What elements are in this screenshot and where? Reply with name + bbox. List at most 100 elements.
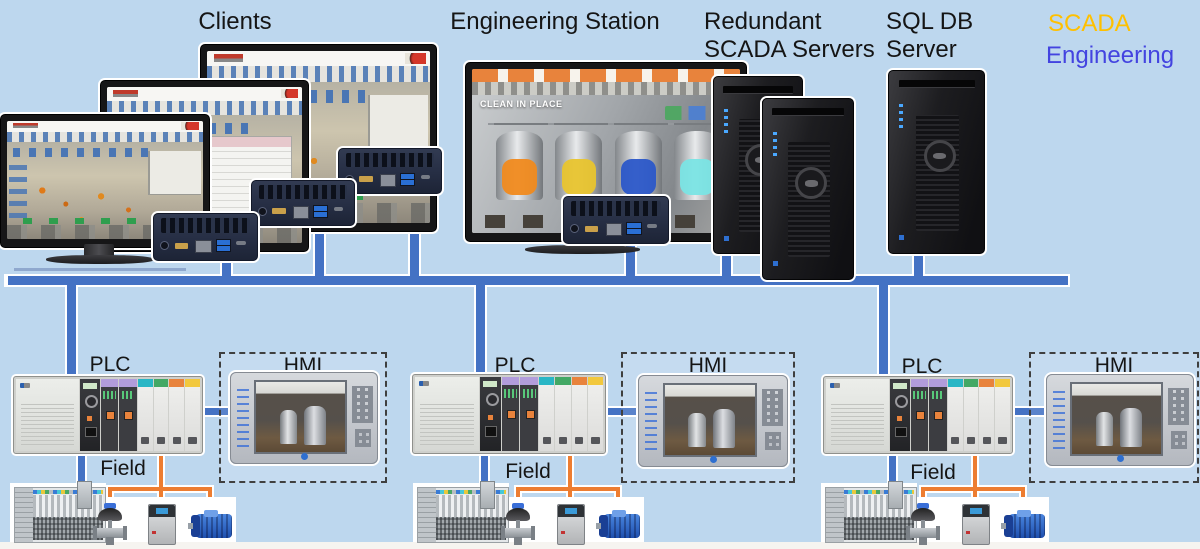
plant-wall [367, 94, 428, 158]
hmi-editor-titlebar [472, 69, 740, 83]
bus-coupler [888, 481, 903, 509]
power-led [723, 235, 729, 241]
rockwell-logo-icon [213, 54, 243, 62]
hmi-panel-3 [1046, 374, 1194, 466]
controller-module [479, 377, 501, 451]
terminal-modules [436, 495, 507, 518]
controller-module [889, 379, 910, 451]
clients-label: Clients [198, 8, 272, 35]
client-nuc-2 [251, 180, 355, 226]
io-module [119, 379, 138, 451]
bus-coupler [77, 481, 92, 509]
io-module [520, 377, 539, 451]
hdmi-port [272, 208, 286, 215]
ethernet-port [195, 239, 212, 253]
terminal-rows [33, 517, 104, 540]
tank-yellow [555, 131, 603, 200]
field-label-2: Field [505, 460, 551, 483]
terminal-rows [844, 517, 915, 540]
status-leds [772, 129, 777, 156]
rockwell-logo-icon [12, 123, 39, 129]
screen-title: CLEAN IN PLACE [480, 99, 563, 110]
client-monitor-1-screen [7, 121, 203, 239]
power-supply-module [826, 379, 889, 451]
controller-module [79, 379, 100, 451]
brand-dot-icon [1117, 455, 1124, 463]
plc-rack-1 [13, 376, 203, 454]
sql-db-server [888, 70, 985, 254]
terminal-modules [844, 495, 915, 518]
softkey-column [1052, 385, 1065, 449]
dell-logo-icon [795, 167, 827, 200]
control-valve-3 [906, 503, 940, 545]
engineering-monitor: CLEAN IN PLACE [465, 62, 747, 242]
io-card-orange [169, 379, 185, 451]
remote-io-1 [14, 481, 106, 543]
dell-logo-icon [923, 140, 956, 173]
ethernet-port [605, 222, 623, 236]
vent-grille [346, 152, 434, 168]
control-valve-1 [93, 503, 127, 545]
optical-drive-slot [772, 108, 844, 116]
power-led [772, 261, 778, 267]
usb-port [400, 178, 416, 186]
usbc-port [647, 223, 657, 228]
status-labels [22, 217, 145, 224]
hmi-screen [662, 383, 757, 458]
softkey-column [236, 383, 249, 447]
plc-rack-3 [823, 376, 1013, 454]
terminal-modules [33, 495, 104, 518]
hdmi-port [359, 176, 373, 183]
usbc-port [420, 174, 430, 179]
remote-io-2 [417, 481, 509, 543]
status-leds [899, 101, 904, 128]
monitor-stand [84, 244, 114, 257]
power-supply-module [415, 377, 479, 451]
tag-labels [12, 148, 154, 157]
usb-port [215, 245, 232, 253]
hmi-label-3: HMI [1094, 354, 1134, 377]
front-vents [788, 142, 830, 258]
channel-leds [436, 490, 507, 494]
ethernet-port [292, 205, 310, 219]
io-card-cyan [947, 379, 963, 451]
ethernet-port [379, 173, 397, 187]
usb-port [313, 210, 329, 218]
optical-drive-slot [898, 80, 975, 89]
channel-leds [844, 490, 915, 494]
vfd-drive-1 [148, 504, 176, 545]
io-card-orange [571, 377, 587, 451]
brand-dot-icon [710, 456, 717, 464]
arrow-keys [355, 428, 372, 447]
sql-db-server-label: SQL DB Server [886, 8, 974, 63]
tank-blue [614, 131, 662, 200]
power-port [570, 223, 580, 233]
front-vents [915, 114, 960, 232]
plc-label-3: PLC [901, 355, 943, 378]
redundant-scada-servers-label: Redundant SCADA Servers [704, 8, 875, 63]
softkey-column [644, 386, 657, 450]
tag-labels [8, 157, 27, 218]
hdmi-port [584, 225, 599, 232]
cip-tanks [496, 131, 722, 200]
channel-leds [33, 490, 104, 494]
brand-dot-icon [301, 453, 308, 461]
remote-io-3 [825, 481, 917, 543]
motor-2 [596, 510, 640, 542]
bus-coupler [480, 481, 495, 509]
field-label-1: Field [100, 457, 146, 480]
hmi-label-1: HMI [283, 354, 323, 377]
vent-grille [259, 184, 347, 200]
power-supply-module [16, 379, 79, 451]
vent-grille [161, 217, 250, 234]
vfd-drive-2 [557, 504, 585, 545]
usbc-port [236, 240, 246, 245]
monitor-stand-base [525, 245, 640, 254]
io-card-cyan [137, 379, 153, 451]
hmi-panel-1 [230, 372, 378, 464]
plc-label-2: PLC [494, 354, 536, 377]
io-card-green [963, 379, 979, 451]
io-card-yellow [587, 377, 604, 451]
io-module [501, 377, 520, 451]
